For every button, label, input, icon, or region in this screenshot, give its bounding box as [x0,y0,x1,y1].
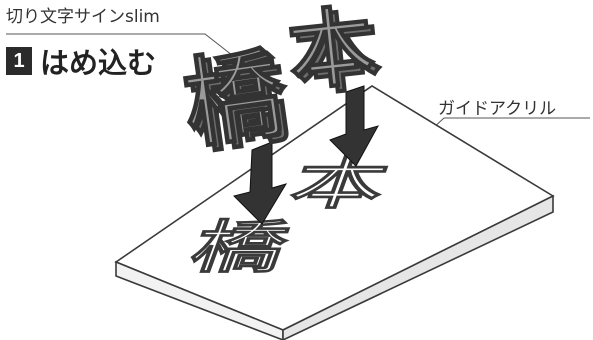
arrow-left [233,141,288,225]
svg-text:本: 本 [290,1,386,109]
letter-left-3d: 橋 橋 [176,36,298,169]
svg-text:橋: 橋 [183,42,297,169]
product-label: 切り文字サインslim [6,7,160,27]
guide-acrylic-plate [114,85,555,340]
step-number-badge: 1 [6,47,32,75]
step-heading: 1 はめ込む [6,40,156,82]
step-title: はめ込む [40,46,157,80]
guide-label: ガイドアクリル [438,99,557,119]
svg-text:橋: 橋 [176,37,290,164]
svg-text:本: 本 [283,0,379,104]
letter-right-3d: 本 本 [282,0,386,110]
arrow-right [329,85,380,167]
product-leader-line [6,33,247,67]
